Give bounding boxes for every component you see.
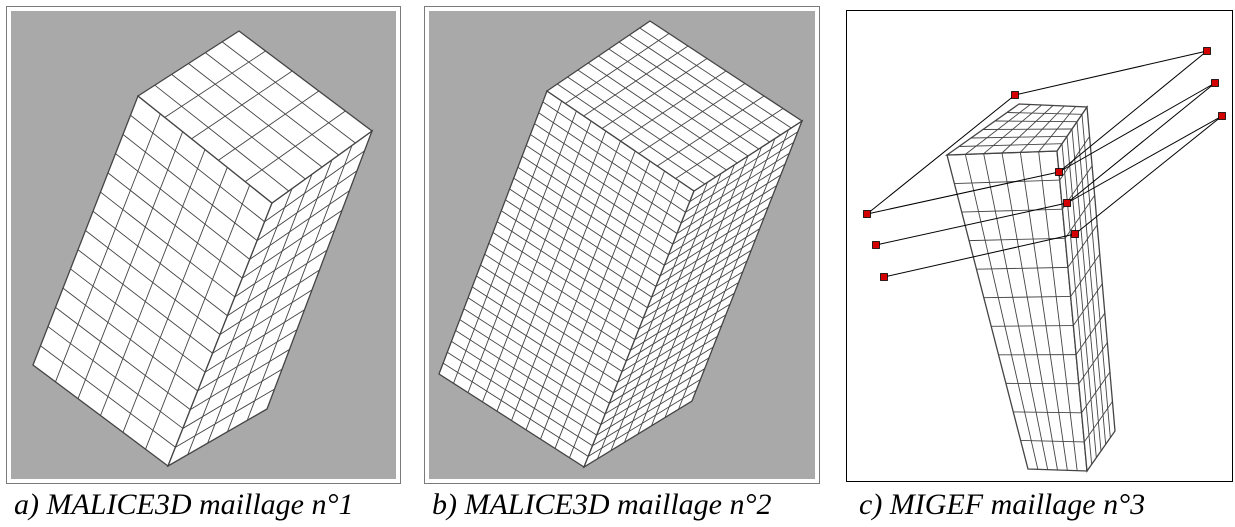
front-face-a-grid — [40, 113, 265, 450]
mesh-c-drawing — [863, 47, 1226, 473]
anchor-marker-2 — [872, 241, 880, 249]
anchor-marker-7 — [1011, 91, 1019, 99]
side-face-a-grid — [175, 145, 365, 455]
top-face-c-grid — [958, 104, 1083, 155]
anchor-marker-4 — [1055, 168, 1063, 176]
anchor-marker-9 — [1211, 79, 1219, 87]
front-face-b-grid — [442, 100, 691, 458]
top-face-b-face — [545, 20, 804, 192]
side-face-c-grid — [1059, 114, 1113, 465]
panel-mesh-c — [846, 10, 1233, 482]
anchor-marker-5 — [1063, 199, 1071, 207]
top-face-b-grid — [557, 27, 792, 185]
viewport-a — [11, 11, 396, 479]
panel-mesh-a — [6, 6, 401, 484]
side-face-b-grid — [587, 129, 799, 459]
viewport-c — [847, 11, 1232, 481]
top-face-a-grid — [154, 41, 356, 192]
anchor-marker-1 — [863, 210, 871, 218]
anchor-marker-10 — [1218, 112, 1226, 120]
mesh-a-drawing — [32, 30, 374, 468]
panel-mesh-b — [424, 6, 820, 484]
caption-b: b) MALICE3D maillage n°2 — [432, 488, 772, 521]
front-face-c-grid — [954, 151, 1085, 471]
anchor-marker-8 — [1203, 47, 1211, 55]
anchor-marker-3 — [880, 273, 888, 281]
viewport-b — [429, 11, 815, 479]
anchor-marker-6 — [1071, 230, 1079, 238]
caption-a: a) MALICE3D maillage n°1 — [14, 488, 354, 521]
cable-lines-c — [866, 50, 1223, 278]
mesh-b-drawing — [438, 20, 804, 469]
caption-c: c) MIGEF maillage n°3 — [859, 488, 1146, 521]
